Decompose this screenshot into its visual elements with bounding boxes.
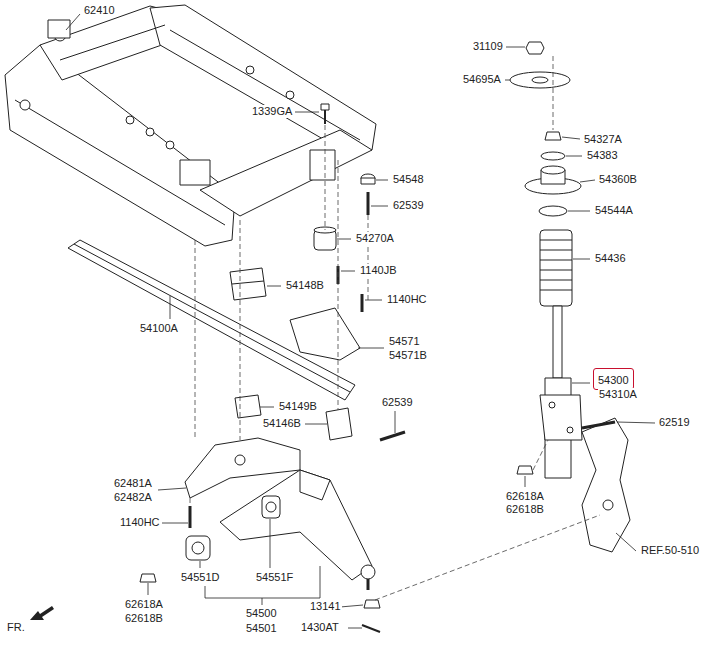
callout-number: 62618B (124, 612, 164, 625)
callout-number: 62618A (505, 490, 545, 503)
callout-number: REF.50-510 (640, 544, 700, 557)
callout-number: 62539 (381, 396, 414, 409)
callout-number: 62539 (392, 199, 425, 212)
front-arrow (30, 606, 54, 620)
callout-number: 1339GA (251, 105, 293, 118)
callout-number: 54270A (355, 232, 395, 245)
callout-number: 54148B (285, 279, 325, 292)
callout-number: 54436 (594, 252, 627, 265)
callout-number: 54100A (139, 322, 179, 335)
callout-number: 54548 (392, 173, 425, 186)
callout-number: 62481A (113, 477, 153, 490)
callout-number: 31109 (472, 40, 504, 53)
callout-number: 54544A (594, 204, 634, 217)
callout-number: 62482A (113, 491, 153, 504)
callout-number: FR. (6, 621, 26, 634)
assembly-lines (190, 56, 600, 600)
callout-number: 1140JB (359, 264, 398, 277)
leader-lines (66, 14, 655, 628)
callout-number: 62618A (124, 598, 164, 611)
callout-number: 54551F (255, 571, 294, 584)
callout-number: 54500 (245, 607, 278, 620)
callout-number: 54383 (586, 149, 619, 162)
callout-number: 62519 (658, 416, 691, 429)
callout-number: 62618B (505, 503, 545, 516)
callout-number: 54571 (388, 335, 421, 348)
callout-number: 1140HC (386, 293, 428, 306)
callout-number: 1140HC (119, 516, 161, 529)
callout-number: 54551D (180, 571, 221, 584)
highlight-box: 54300 (593, 368, 634, 390)
subframe (5, 5, 376, 246)
callout-number: 54360B (598, 173, 638, 186)
callout-number: 54571B (388, 349, 428, 362)
callout-number: 62410 (83, 4, 116, 17)
callout-number: 1430AT (300, 621, 340, 634)
lower-parts (68, 104, 405, 632)
part-number: 54300 (598, 374, 629, 386)
callout-number: 54149B (278, 400, 318, 413)
strut-assembly (510, 42, 630, 552)
callout-number: 54310A (598, 388, 638, 401)
callout-number: 13141 (309, 600, 342, 613)
callout-number: 54327A (583, 133, 623, 146)
callout-number: 54146B (262, 417, 302, 430)
callout-number: 54501 (245, 622, 278, 635)
callout-number: 54695A (462, 73, 502, 86)
